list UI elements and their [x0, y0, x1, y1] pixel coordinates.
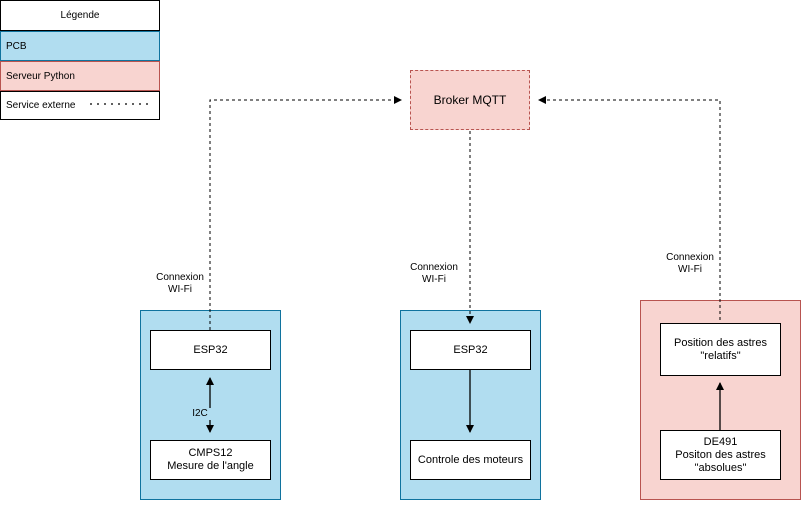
i2c-label: I2C	[188, 408, 212, 420]
motor-control-node: Controle des moteurs	[410, 440, 531, 480]
right-wifi-label: Connexion WI-Fi	[666, 252, 714, 275]
relative-stars-node: Position des astres "relatifs"	[660, 323, 781, 376]
left-wifi-label: Connexion WI-Fi	[156, 272, 204, 295]
legend-title: Légende	[0, 0, 160, 31]
middle-esp32-node: ESP32	[410, 330, 531, 370]
broker-mqtt-node: Broker MQTT	[410, 70, 530, 130]
middle-wifi-label: Connexion WI-Fi	[410, 262, 458, 285]
cmps12-sensor-node: CMPS12 Mesure de l'angle	[150, 440, 271, 480]
legend-pcb: PCB	[0, 31, 160, 61]
legend-server: Serveur Python	[0, 61, 160, 91]
right-to-broker-link	[538, 96, 721, 320]
legend-server-label: Serveur Python	[6, 70, 75, 82]
absolute-stars-node: DE491 Positon des astres "absolues"	[660, 430, 781, 480]
legend-pcb-label: PCB	[6, 40, 27, 52]
legend-external: Service externe	[0, 91, 160, 120]
left-esp32-node: ESP32	[150, 330, 271, 370]
left-to-broker-link	[209, 96, 402, 330]
legend-external-label: Service externe	[6, 100, 76, 111]
